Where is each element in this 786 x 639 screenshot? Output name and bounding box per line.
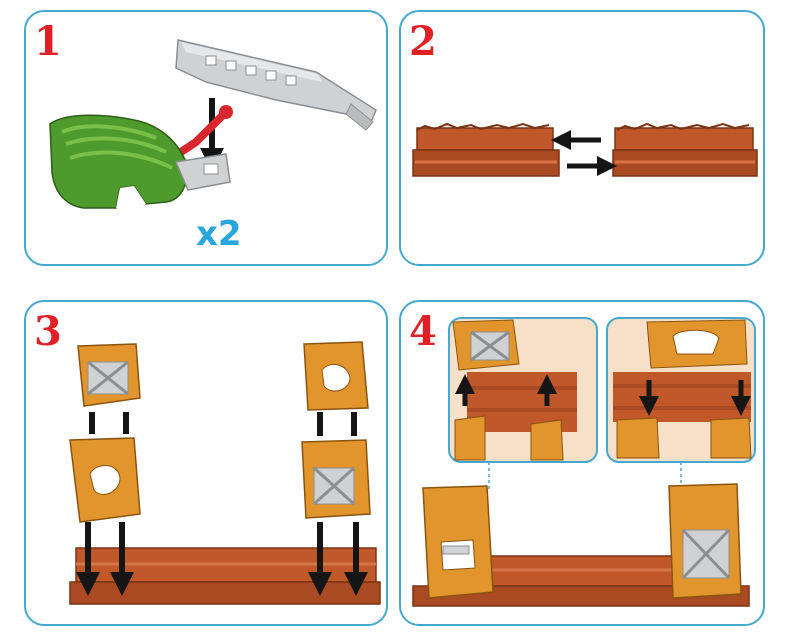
rock-top-left (78, 344, 140, 406)
step-3-illustration (26, 302, 388, 626)
step-2-panel: 2 (399, 10, 765, 266)
track-piece-right (613, 124, 757, 176)
assembled-rock-right (669, 484, 741, 598)
assembled-rock-left (423, 486, 493, 598)
track-piece-left (413, 124, 559, 176)
step-3-panel: 3 (24, 300, 388, 626)
rock-middle-right (302, 440, 370, 518)
bridge-piece (176, 40, 376, 130)
step-4-panel: 4 (399, 300, 765, 626)
step-4-illustration (401, 302, 765, 626)
rock-top-right (304, 342, 368, 410)
step-1-panel: 1 (24, 10, 388, 266)
detail-inset-left (449, 318, 597, 462)
track-base (70, 548, 380, 604)
multiplier-label: x2 (196, 217, 242, 251)
rock-middle-left (70, 438, 140, 522)
step-2-illustration (401, 12, 765, 266)
green-hill (50, 115, 187, 208)
detail-inset-right (607, 318, 755, 462)
